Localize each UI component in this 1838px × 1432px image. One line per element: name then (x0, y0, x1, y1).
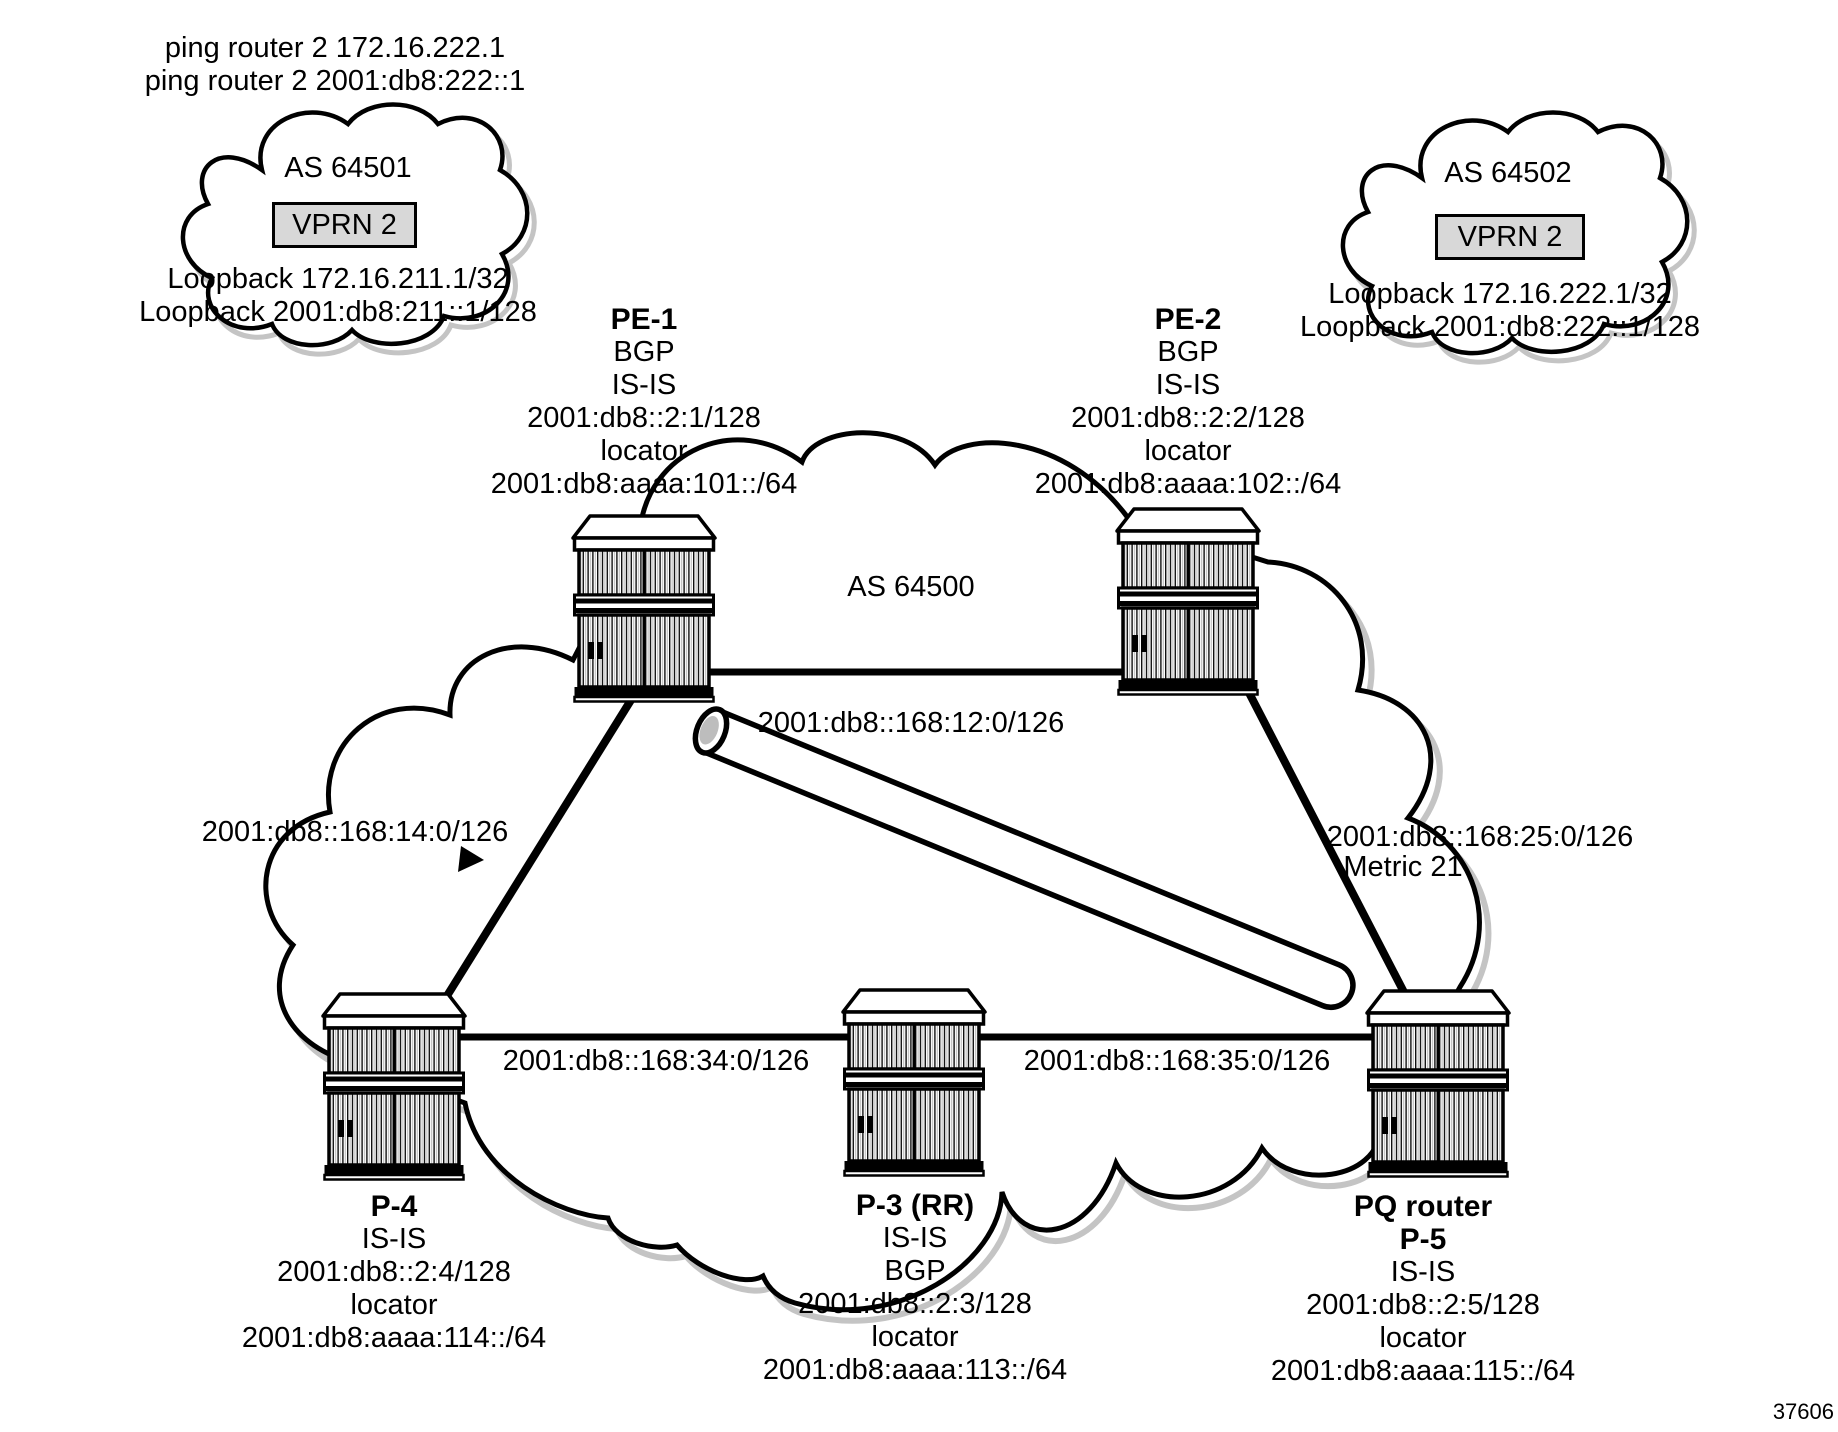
link-label-p4-p3: 2001:db8::168:34:0/126 (502, 1045, 810, 1077)
loopback-line: Loopback 2001:db8:211::1/128 (139, 296, 537, 328)
router-detail: 2001:db8:aaaa:113::/64 (762, 1354, 1068, 1386)
router-icon-p3 (841, 988, 987, 1178)
router-detail: BGP (613, 336, 675, 368)
router-detail: 2001:db8::2:5/128 (1306, 1289, 1540, 1321)
loopback-line: Loopback 172.16.222.1/32 (1328, 278, 1672, 310)
router-detail: IS-IS (882, 1222, 948, 1254)
router-detail: IS-IS (361, 1223, 427, 1255)
router-name-p5-role: PQ router (1353, 1190, 1493, 1223)
router-detail: locator (1379, 1322, 1467, 1354)
router-detail: BGP (1157, 336, 1219, 368)
link-label-pe1-pe2: 2001:db8::168:12:0/126 (757, 707, 1065, 739)
router-detail: IS-IS (1390, 1256, 1456, 1288)
figure-number: 37606 (1772, 1399, 1834, 1424)
loopback-line: Loopback 2001:db8:222::1/128 (1300, 311, 1700, 343)
as64500-title: AS 64500 (847, 571, 975, 603)
as64502-vprn-box: VPRN 2 (1435, 214, 1585, 260)
router-detail: 2001:db8::2:2/128 (1071, 402, 1305, 434)
router-name-pe1: PE-1 (610, 303, 678, 336)
router-detail: 2001:db8::2:1/128 (527, 402, 761, 434)
router-name-p4: P-4 (370, 1190, 418, 1223)
link-metric-pe2-p5: Metric 21 (1343, 851, 1463, 883)
as64502-loopbacks: Loopback 172.16.222.1/32 Loopback 2001:d… (1300, 278, 1700, 344)
as64502-vprn-label: VPRN 2 (1457, 220, 1563, 253)
as64501-loopbacks: Loopback 172.16.211.1/32 Loopback 2001:d… (139, 263, 537, 329)
router-detail: locator (600, 435, 688, 467)
pe1-label-block: PE-1 BGP IS-IS 2001:db8::2:1/128 locator… (491, 303, 797, 501)
router-detail: 2001:db8:aaaa:101::/64 (490, 468, 798, 500)
link-label-pe1-p4: 2001:db8::168:14:0/126 (201, 816, 509, 848)
p3-label-block: P-3 (RR) IS-IS BGP 2001:db8::2:3/128 loc… (763, 1189, 1067, 1387)
router-detail: 2001:db8:aaaa:115::/64 (1270, 1355, 1576, 1387)
ping-command-line: ping router 2 2001:db8:222::1 (144, 65, 526, 97)
as64500-cloud (263, 430, 1492, 1324)
router-icon-pe1 (571, 514, 717, 704)
as64501-title: AS 64501 (284, 152, 412, 184)
loopback-line: Loopback 172.16.211.1/32 (167, 263, 509, 295)
link-pe1-p4 (428, 689, 640, 1023)
pe2-label-block: PE-2 BGP IS-IS 2001:db8::2:2/128 locator… (1035, 303, 1341, 501)
link-label-pe2-p5: 2001:db8::168:25:0/126 (1326, 821, 1634, 853)
tunnel-tube (692, 706, 1356, 1010)
link-arrow-marker (458, 846, 484, 872)
as64501-vprn-box: VPRN 2 (272, 202, 417, 248)
tunnel-tube-cap-inner (699, 715, 719, 745)
ping-command-line: ping router 2 172.16.222.1 (164, 32, 506, 64)
router-detail: locator (350, 1289, 438, 1321)
tunnel-tube-body (699, 707, 1356, 1010)
as64502-title: AS 64502 (1444, 157, 1572, 189)
p5-label-block: PQ router P-5 IS-IS 2001:db8::2:5/128 lo… (1271, 1190, 1575, 1388)
link-label-p3-p5: 2001:db8::168:35:0/126 (1023, 1045, 1331, 1077)
router-detail: 2001:db8::2:4/128 (277, 1256, 511, 1288)
router-name-pe2: PE-2 (1154, 303, 1222, 336)
router-detail: locator (871, 1321, 959, 1353)
link-pe2-p5 (1241, 683, 1412, 1002)
router-detail: 2001:db8::2:3/128 (798, 1288, 1032, 1320)
router-detail: 2001:db8:aaaa:114::/64 (241, 1322, 547, 1354)
router-detail: IS-IS (1155, 369, 1221, 401)
router-detail: IS-IS (611, 369, 677, 401)
router-icon-pe2 (1115, 507, 1261, 697)
p4-label-block: P-4 IS-IS 2001:db8::2:4/128 locator 2001… (242, 1190, 546, 1355)
router-icon-p5 (1365, 989, 1511, 1179)
as64501-vprn-label: VPRN 2 (292, 208, 397, 241)
router-icon-p4 (321, 992, 467, 1182)
router-detail: BGP (884, 1255, 946, 1287)
ping-commands: ping router 2 172.16.222.1 ping router 2… (145, 32, 526, 98)
router-name-p3: P-3 (RR) (855, 1189, 975, 1222)
router-detail: locator (1144, 435, 1232, 467)
router-name-p5: P-5 (1399, 1223, 1447, 1256)
router-detail: 2001:db8:aaaa:102::/64 (1034, 468, 1342, 500)
